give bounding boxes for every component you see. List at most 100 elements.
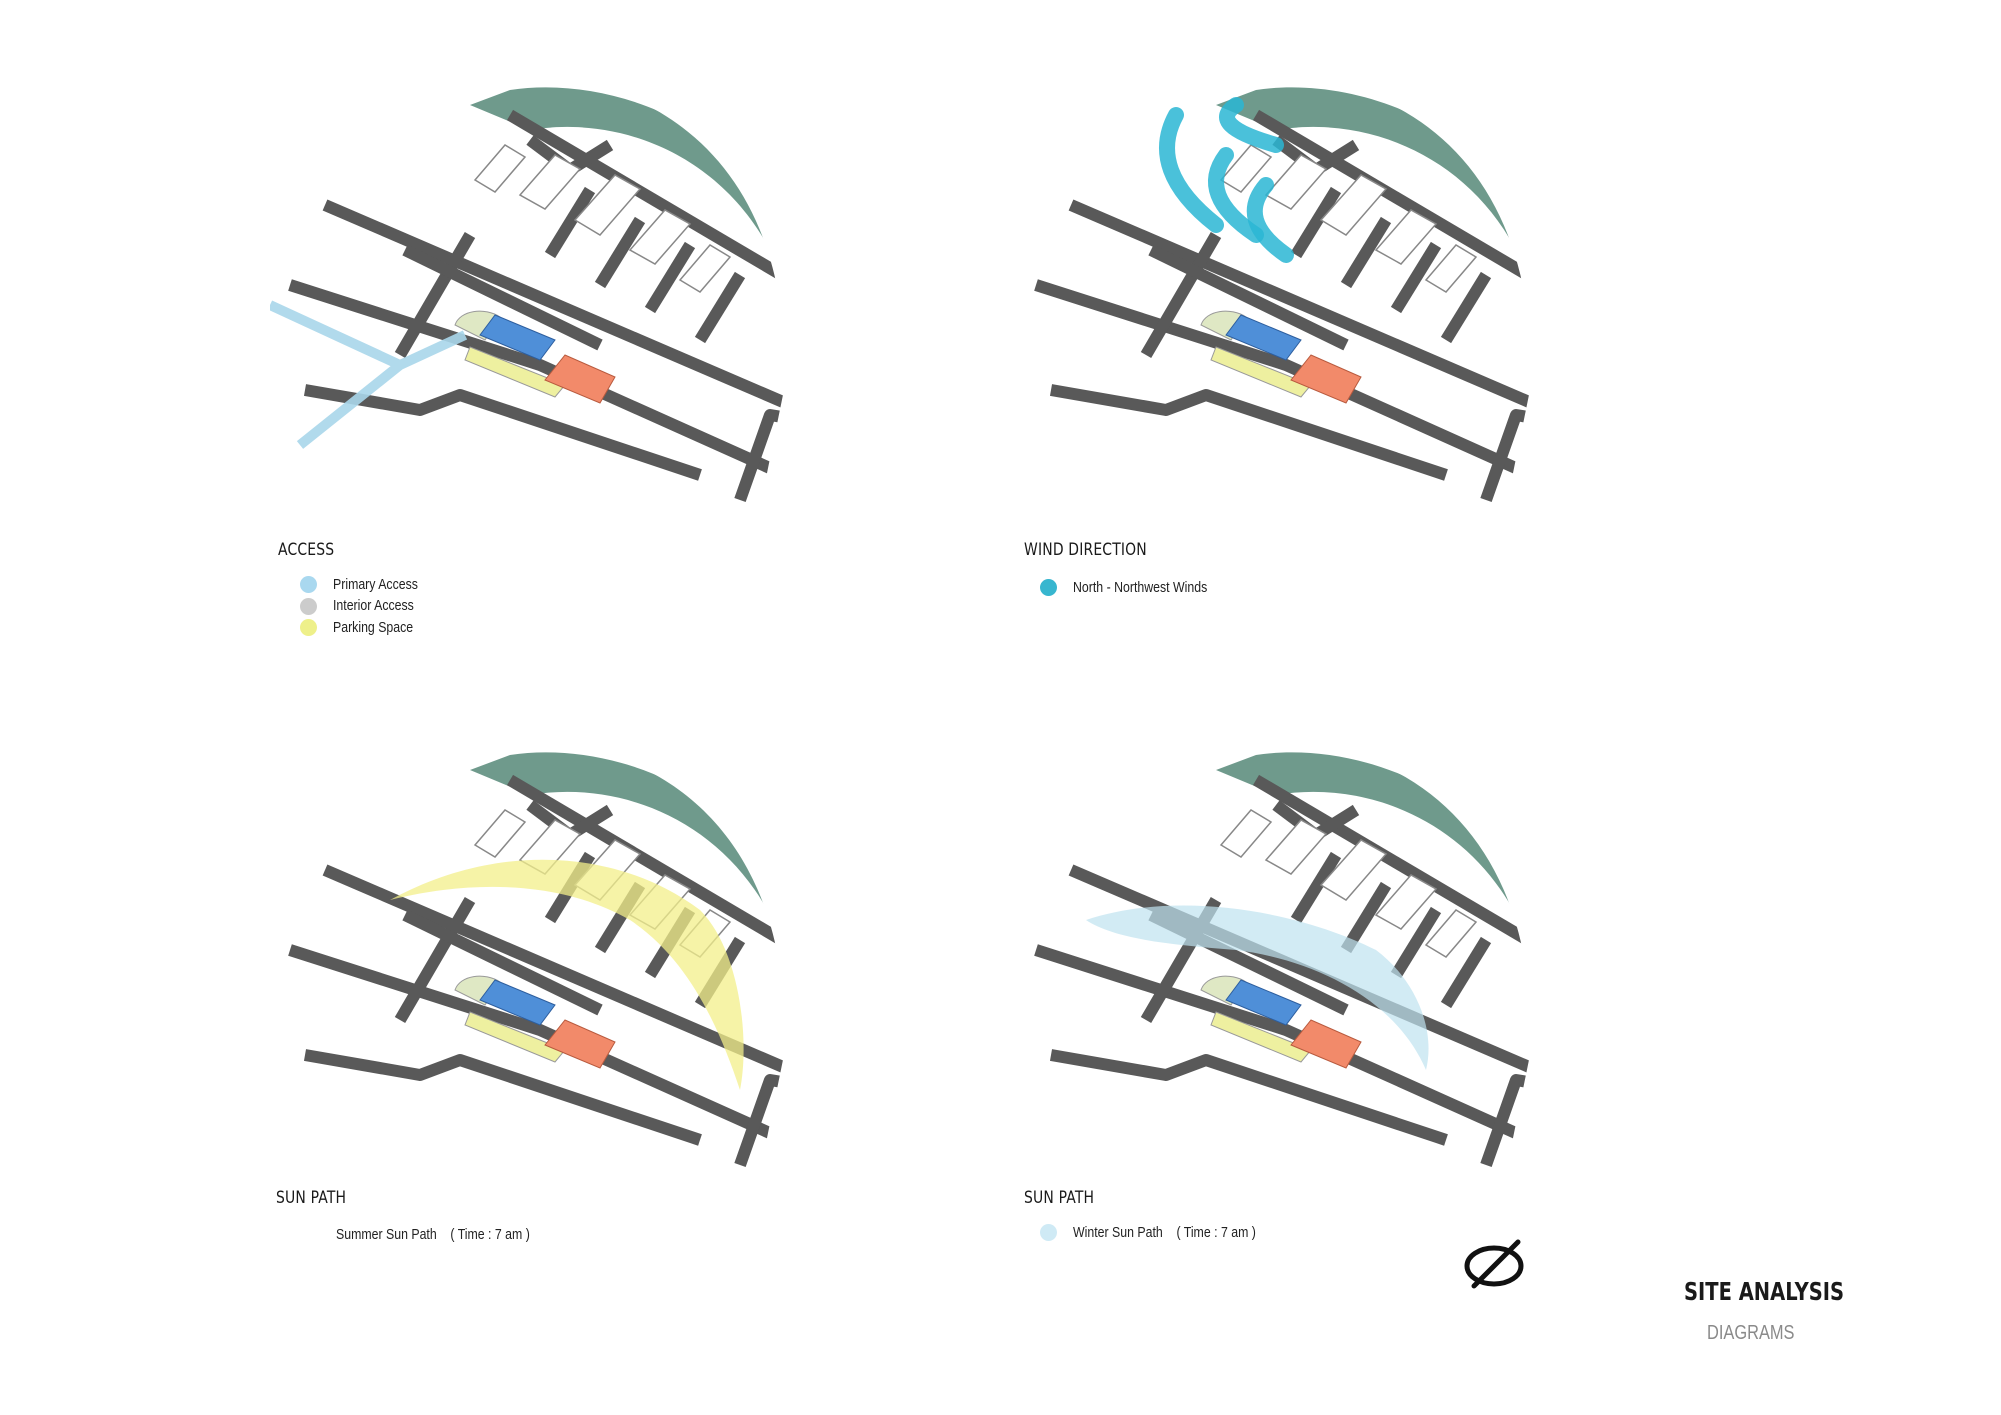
road	[1290, 186, 1342, 259]
parking-strip	[1210, 1011, 1312, 1063]
access-legend: Primary Access Interior Access Parking S…	[300, 574, 433, 639]
road	[1034, 944, 1532, 1166]
road	[1068, 199, 1532, 411]
blue-building	[479, 979, 556, 1026]
north-arrow-icon	[1464, 1239, 1524, 1289]
wind-arrow	[1246, 177, 1294, 263]
road	[1049, 384, 1448, 481]
road	[594, 216, 646, 289]
orange-building	[1290, 1019, 1362, 1069]
legend-swatch	[1040, 579, 1057, 597]
building	[573, 174, 642, 236]
building	[1264, 154, 1328, 210]
building	[1424, 244, 1478, 293]
road	[644, 241, 696, 314]
road	[566, 804, 614, 841]
building	[1219, 144, 1273, 193]
legend-label: North - Northwest Winds	[1073, 579, 1208, 596]
road	[288, 944, 786, 1166]
summer-sun-path-panel: SUN PATH Summer Sun Path ( Time : 7 am )	[270, 750, 1030, 1390]
road	[322, 199, 786, 411]
legend-swatch	[300, 597, 317, 615]
building	[473, 809, 527, 858]
sheet-title: SITE ANALYSIS	[1684, 1277, 1845, 1306]
legend-item-interior-access: Interior Access	[300, 596, 433, 618]
road	[694, 271, 746, 344]
wind-arrow	[1219, 97, 1284, 153]
legend-swatch	[300, 619, 317, 637]
access-panel: ACCESS Primary Access Interior Access Pa…	[270, 85, 1030, 725]
wind-arrow	[1208, 147, 1264, 243]
panel-title: SUN PATH	[1024, 1188, 1095, 1208]
panel-title: ACCESS	[278, 540, 335, 560]
road	[394, 896, 476, 1024]
road	[1252, 774, 1532, 951]
road	[303, 384, 702, 481]
building	[1374, 874, 1438, 930]
road	[1148, 244, 1349, 351]
blue-building	[1225, 314, 1302, 361]
road	[1440, 936, 1492, 1009]
parking-strip	[464, 346, 566, 398]
legend-label: Primary Access	[333, 576, 418, 593]
panel-title: SUN PATH	[276, 1188, 347, 1208]
road	[1290, 851, 1342, 924]
winter-sun-path	[1086, 905, 1429, 1070]
legend-label: Winter Sun Path ( Time : 7 am )	[1073, 1224, 1256, 1241]
legend-label: Parking Space	[333, 619, 414, 636]
road	[1340, 881, 1392, 954]
road	[1312, 139, 1360, 176]
road	[1140, 231, 1222, 359]
legend-item-parking-space: Parking Space	[300, 617, 433, 639]
road	[566, 139, 614, 176]
road	[1390, 241, 1442, 314]
road	[402, 244, 603, 351]
legend-item-primary-access: Primary Access	[300, 574, 433, 596]
legend-item-winter-sun-path: Winter Sun Path ( Time : 7 am )	[1040, 1222, 1288, 1244]
road	[1480, 409, 1532, 502]
road	[1252, 109, 1532, 286]
parking-strip	[464, 1011, 566, 1063]
road	[1034, 279, 1532, 501]
building	[1319, 174, 1388, 236]
building	[1374, 209, 1438, 265]
road	[506, 109, 786, 286]
legend-label: Summer Sun Path ( Time : 7 am )	[336, 1226, 530, 1243]
legend-item-summer-sun-path: Summer Sun Path ( Time : 7 am )	[336, 1224, 564, 1246]
legend-swatch	[1040, 1224, 1057, 1242]
road	[506, 774, 786, 951]
legend-swatch	[300, 576, 317, 594]
winter-legend: Winter Sun Path ( Time : 7 am )	[1040, 1222, 1288, 1244]
building	[1319, 839, 1388, 901]
road	[1049, 1049, 1448, 1146]
road	[1068, 864, 1532, 1076]
building	[678, 244, 732, 293]
panel-title: WIND DIRECTION	[1024, 540, 1147, 560]
legend-label: Interior Access	[333, 598, 414, 615]
orange-building	[1290, 354, 1362, 404]
legend-item-northwest-winds: North - Northwest Winds	[1040, 577, 1231, 599]
primary-access-path	[270, 300, 468, 449]
road	[1312, 804, 1360, 841]
road	[1440, 271, 1492, 344]
road	[394, 231, 476, 359]
road	[734, 1074, 786, 1167]
road	[544, 186, 596, 259]
road	[402, 909, 603, 1016]
blue-building	[479, 314, 556, 361]
road	[303, 1049, 702, 1146]
road	[734, 409, 786, 502]
orange-building	[544, 354, 616, 404]
winter-sun-path-panel: SUN PATH Winter Sun Path ( Time : 7 am )	[1016, 750, 1776, 1390]
road	[322, 864, 786, 1076]
building	[1424, 909, 1478, 958]
road	[1340, 216, 1392, 289]
orange-building	[544, 1019, 616, 1069]
wind-direction-panel: WIND DIRECTION North - Northwest Winds	[1016, 85, 1776, 725]
building	[1264, 819, 1328, 875]
blue-building	[1225, 979, 1302, 1026]
road	[1480, 1074, 1532, 1167]
wind-legend: North - Northwest Winds	[1040, 577, 1231, 599]
building	[1219, 809, 1273, 858]
building	[518, 154, 582, 210]
